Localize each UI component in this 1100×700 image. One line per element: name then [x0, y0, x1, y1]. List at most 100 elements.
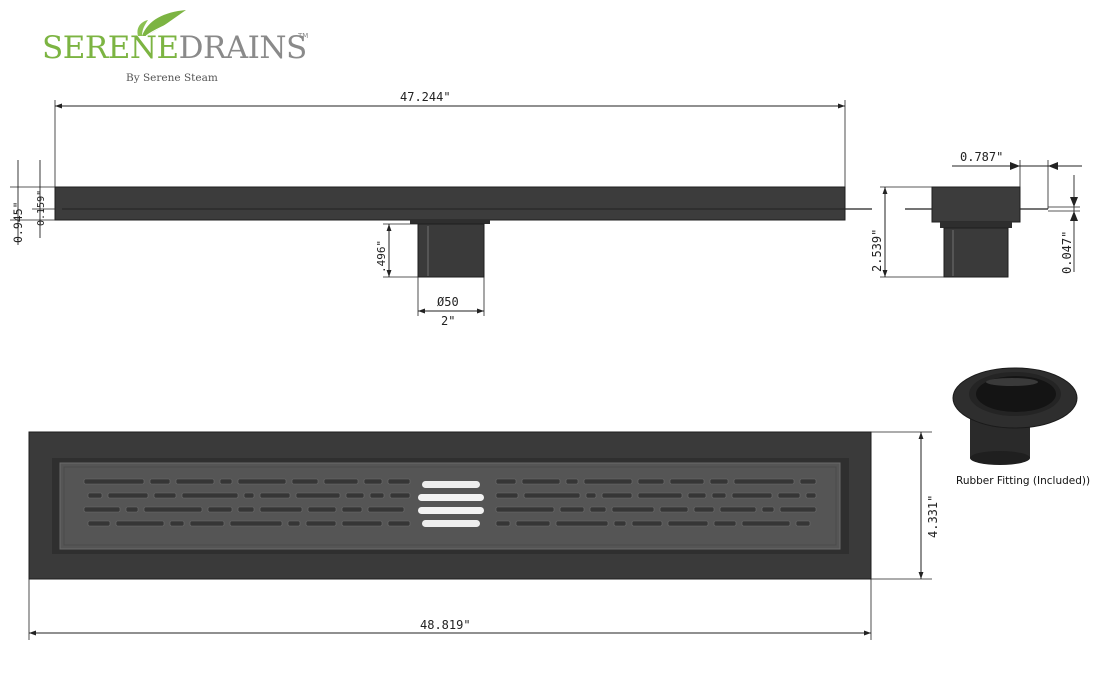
drain-slot: [418, 494, 484, 501]
brand-tagline: By Serene Steam: [126, 72, 218, 84]
grate-slot: [709, 478, 729, 485]
grate: [59, 462, 841, 550]
end-collar: [940, 222, 1012, 228]
grate-slot: [565, 478, 579, 485]
grate-slot: [175, 478, 215, 485]
grate-slot: [777, 492, 801, 499]
grate-slot: [307, 506, 337, 513]
arrow-width-left: [1010, 162, 1020, 170]
grate-slot: [367, 506, 405, 513]
grate-slot: [389, 492, 411, 499]
grate-slot: [87, 492, 103, 499]
arrow-flange-top: [1070, 197, 1078, 207]
grate-slot: [219, 478, 233, 485]
grate-slot: [291, 478, 319, 485]
brand-name-part2: DRAINS: [178, 30, 308, 66]
grate-slot: [495, 506, 555, 513]
grate-slot: [521, 478, 561, 485]
grate-slot: [87, 520, 111, 527]
dim-label-outlet-diameter-mm: Ø50: [437, 295, 459, 309]
grate-slot: [795, 520, 811, 527]
brand-name: SERENEDRAINS: [42, 30, 307, 66]
grate-slot: [125, 506, 139, 513]
grate-slot: [805, 492, 817, 499]
grate-slot: [669, 478, 705, 485]
grate-slot: [305, 520, 337, 527]
dim-label-outlet-diameter-in: 2": [441, 314, 455, 328]
grate-slot: [83, 506, 121, 513]
grate-slot: [295, 492, 341, 499]
grate-slot: [515, 520, 551, 527]
grate-slot: [601, 492, 633, 499]
drain-slot: [422, 520, 480, 527]
grate-slot: [523, 492, 581, 499]
grate-slot: [181, 492, 239, 499]
grate-slot: [631, 520, 663, 527]
outlet-collar: [410, 219, 490, 224]
grate-slot: [585, 492, 597, 499]
grate-slot: [613, 520, 627, 527]
drain-slot: [422, 481, 480, 488]
grate-slot: [237, 506, 255, 513]
grate-slot: [611, 506, 655, 513]
grate-slot: [83, 478, 145, 485]
grate-slot: [741, 520, 791, 527]
grate-center-drain: [418, 481, 484, 527]
grate-slot: [143, 506, 203, 513]
grate-slot: [387, 520, 411, 527]
grate-slot: [345, 492, 365, 499]
trademark-mark: TM: [298, 32, 309, 40]
grate-slot: [761, 506, 775, 513]
brand-name-part1: SERENE: [42, 30, 179, 66]
grate-slot: [555, 520, 609, 527]
grate-slot: [259, 492, 291, 499]
grate-slot: [153, 492, 177, 499]
grate-slot: [229, 520, 283, 527]
dim-label-total-height: 2.539": [870, 229, 884, 272]
fitting-highlight: [986, 378, 1038, 386]
arrow-width-right: [1048, 162, 1058, 170]
grate-slot: [559, 506, 585, 513]
grate-slot: [259, 506, 303, 513]
dim-label-channel-width: 0.787": [960, 150, 1003, 164]
grate-slot: [169, 520, 185, 527]
dim-label-plan-width: 4.331": [926, 495, 940, 538]
grate-slot: [693, 506, 715, 513]
grate-slot: [341, 506, 363, 513]
grate-slot: [733, 478, 795, 485]
grate-slot: [107, 492, 149, 499]
channel-body: [54, 186, 846, 221]
grate-slot: [363, 478, 383, 485]
dim-label-length-bottom: 48.819": [420, 618, 471, 632]
dim-label-outlet-height: .496": [375, 240, 388, 273]
grate-slot: [495, 478, 517, 485]
grate-slot: [189, 520, 225, 527]
end-view: 0.787" 2.539" 0.047": [870, 150, 1082, 278]
grate-slot: [237, 478, 287, 485]
grate-slot: [243, 492, 255, 499]
dim-label-flange: 0.047": [1060, 231, 1074, 274]
grate-slot: [323, 478, 359, 485]
grate-slot: [287, 520, 301, 527]
grate-slot: [711, 492, 727, 499]
grate-slot: [637, 492, 683, 499]
grate-slots: [83, 478, 817, 527]
arrow-flange-bot: [1070, 211, 1078, 221]
grate-slot: [799, 478, 817, 485]
grate-slot: [583, 478, 633, 485]
side-view: 47.244" 0.945" 0.159" .496" Ø50 2": [10, 90, 872, 328]
logo: SERENEDRAINS TM By Serene Steam: [42, 8, 312, 88]
grate-slot: [713, 520, 737, 527]
plan-view: 4.331" 48.819": [28, 431, 940, 640]
grate-slot: [589, 506, 607, 513]
fitting-bottom: [970, 451, 1030, 465]
grate-slot: [779, 506, 817, 513]
grate-slot: [719, 506, 757, 513]
end-pipe: [943, 227, 1009, 278]
grate-slot: [387, 478, 411, 485]
grate-slot: [667, 520, 709, 527]
grate-slot: [341, 520, 383, 527]
grate-slot: [369, 492, 385, 499]
drain-slot: [418, 507, 484, 514]
